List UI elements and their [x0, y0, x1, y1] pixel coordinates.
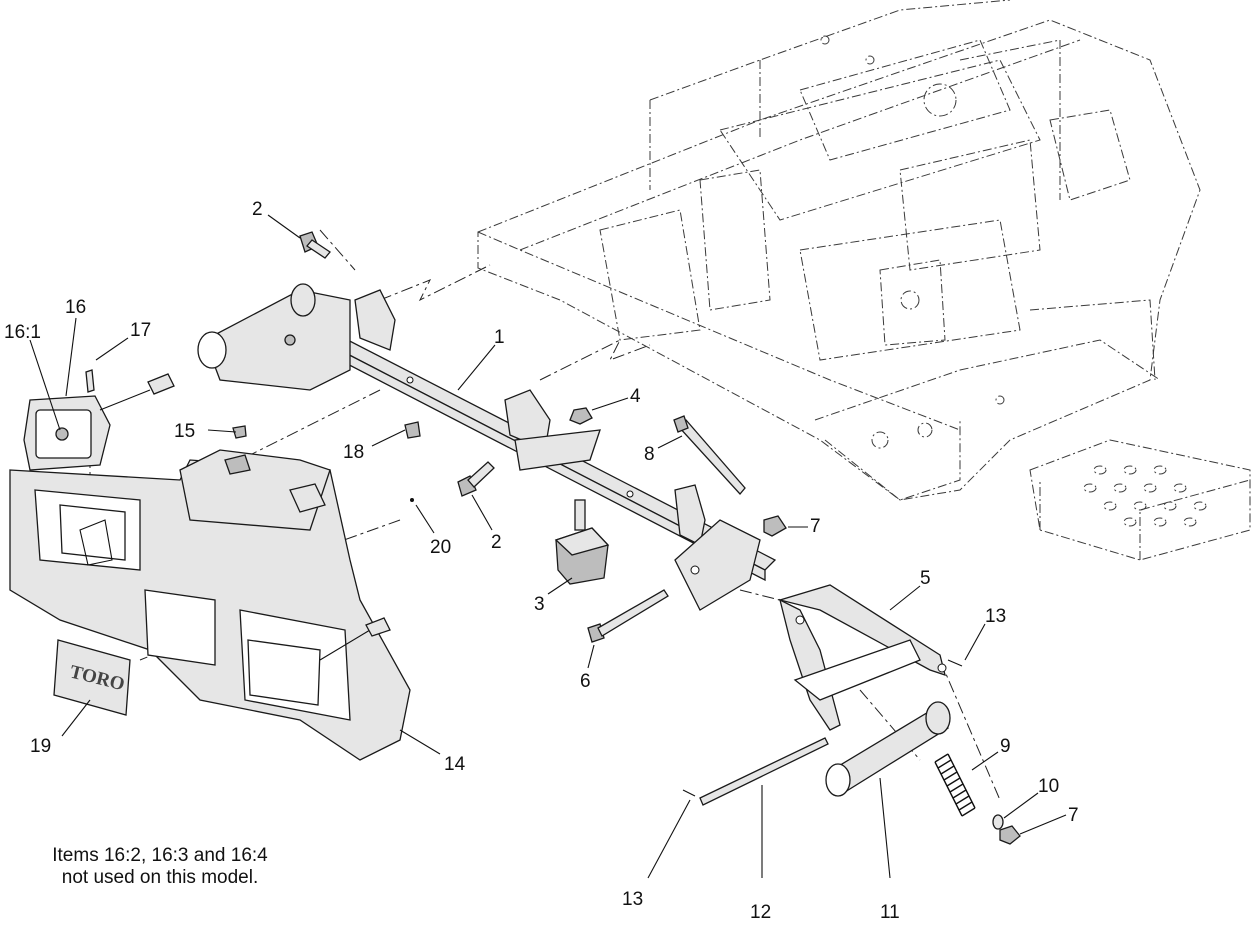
callout-11: 11: [880, 902, 900, 923]
callout-13-lower: 13: [622, 889, 643, 910]
callout-2-top: 2: [252, 199, 263, 220]
tractor-frame-phantom: [477, 0, 1201, 501]
callout-7-lower: 7: [1068, 805, 1079, 826]
item-13-cotter-pin-upper: [947, 659, 963, 667]
callout-5: 5: [920, 568, 931, 589]
item-8-long-bolt: [673, 415, 746, 495]
item-16-headlight: [23, 395, 111, 471]
footrest-step-phantom: [1029, 439, 1251, 561]
callout-14: 14: [444, 754, 466, 775]
callout-4: 4: [630, 386, 641, 407]
callout-1: 1: [494, 327, 505, 348]
callout-9: 9: [1000, 736, 1011, 757]
callout-10: 10: [1038, 776, 1059, 797]
item-13-cotter-pin-lower: [682, 789, 696, 797]
item-5-roller-arm: [777, 584, 947, 731]
callout-2-lower: 2: [491, 532, 502, 553]
callout-7-upper: 7: [810, 516, 821, 537]
item-4-nut: [569, 407, 593, 425]
item-14-front-bumper-cover: [9, 449, 411, 761]
model-note: Items 16:2, 16:3 and 16:4 not used on th…: [20, 845, 300, 889]
item-18-bolt: [404, 421, 421, 439]
item-6-bolt: [587, 589, 669, 643]
callout-6: 6: [580, 671, 591, 692]
item-10-washer: [992, 814, 1004, 830]
item-12-axle-rod: [699, 737, 829, 806]
right-headlight-connector: [319, 617, 391, 661]
callout-8: 8: [644, 444, 655, 465]
callout-3: 3: [534, 594, 545, 615]
callout-18: 18: [343, 442, 364, 463]
callout-19: 19: [30, 736, 51, 757]
callout-13-upper: 13: [985, 606, 1006, 627]
callout-labels: 2 16 16:1 17 1 4 15 18 8 20 2 7 3 5 13 6…: [4, 199, 1079, 923]
item-19-toro-decal: TORO: [53, 639, 131, 716]
callout-20: 20: [430, 537, 451, 558]
item-1-front-bracket-bar: [328, 289, 777, 611]
item-2-bolt-top: [299, 231, 331, 259]
item-11-roller: [825, 701, 951, 797]
callout-16-1: 16:1: [4, 322, 41, 343]
item-3-rubber-bumper: [554, 499, 610, 585]
callout-15: 15: [174, 421, 195, 442]
item-7-nut-lower: [999, 825, 1021, 845]
item-2-bolt-lower: [457, 461, 495, 497]
model-note-line-1: Items 16:2, 16:3 and 16:4: [52, 845, 268, 866]
item-17-bulb-wire: [85, 369, 175, 411]
item-15-screw: [232, 425, 247, 439]
callout-12: 12: [750, 902, 771, 923]
left-mount-cylinder: [197, 283, 351, 391]
item-7-nut-upper: [763, 515, 787, 537]
model-note-line-2: not used on this model.: [61, 867, 259, 888]
item-20-pin: [410, 498, 414, 502]
item-9-spring: [934, 753, 976, 817]
callout-16: 16: [65, 297, 86, 318]
callout-17: 17: [130, 320, 151, 341]
callout-leaders: [29, 214, 1067, 879]
